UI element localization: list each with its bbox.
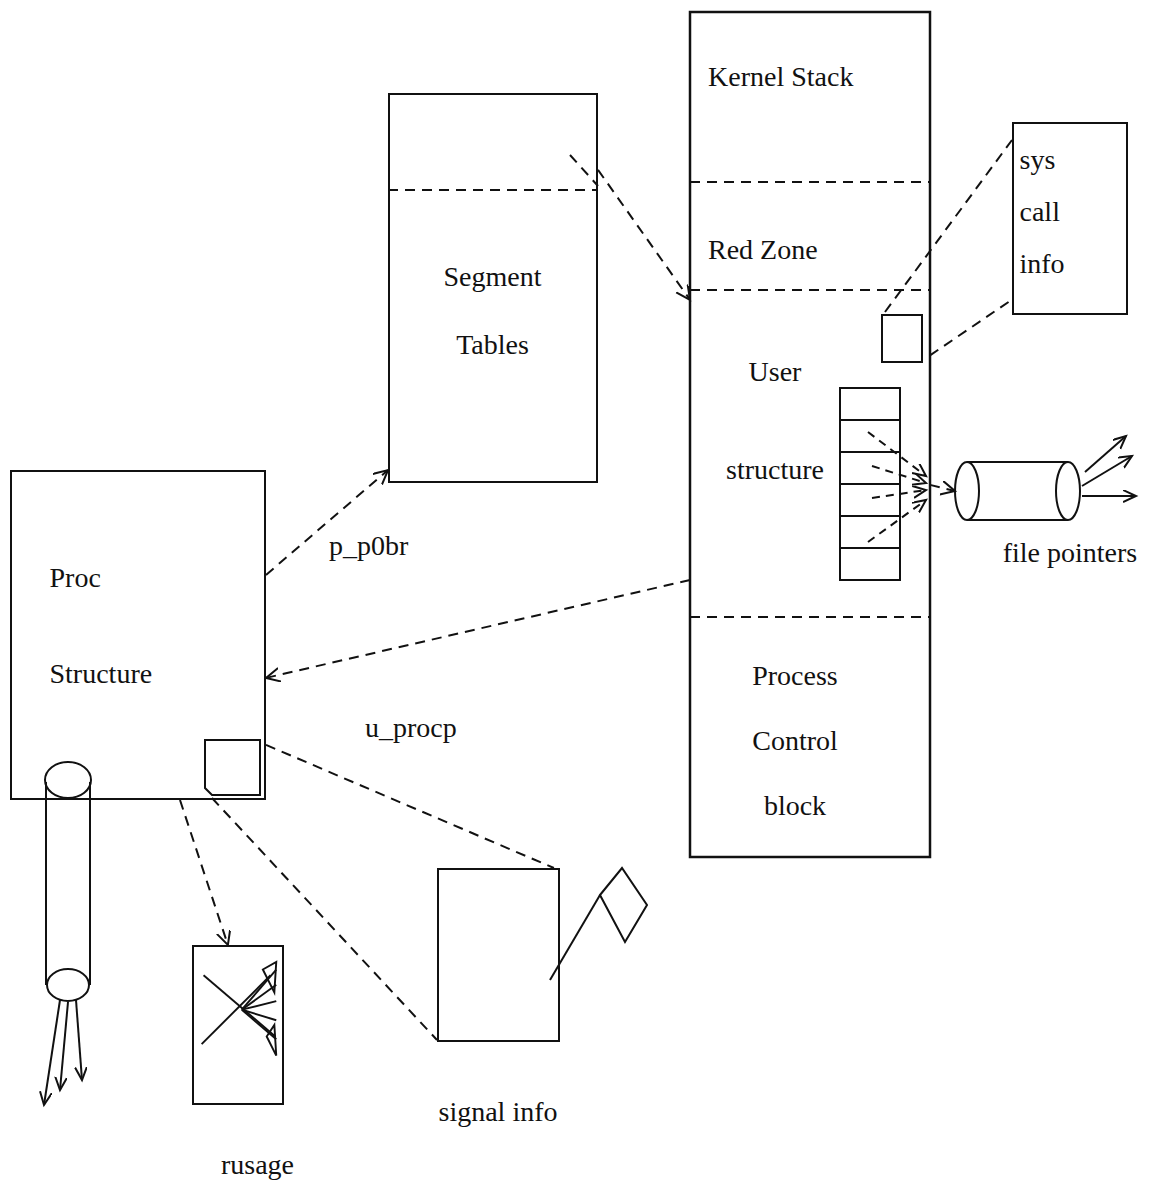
dashed-connector xyxy=(266,580,690,678)
outside-label: signal info xyxy=(397,1092,600,1132)
pcb-band: Process Control block xyxy=(690,617,930,857)
pointer-label: p_p0br xyxy=(326,530,411,562)
dashed-connector xyxy=(930,300,1012,356)
file-table xyxy=(840,388,900,580)
outside-label: file pointers xyxy=(985,533,1155,573)
box-label: Segment Tables xyxy=(428,243,558,379)
dashed-connector xyxy=(598,170,690,300)
u-area-outline xyxy=(690,12,930,857)
box-label: Process Control block xyxy=(730,643,860,838)
rusage-box: rusage xyxy=(192,945,284,1105)
proc-list-tube xyxy=(44,762,91,1105)
segment-box: Segment Tables xyxy=(388,93,598,483)
syscall-box: sys call info xyxy=(1012,122,1128,315)
signal-flag xyxy=(550,868,647,980)
proc-box: Proc Structure xyxy=(10,470,266,800)
dashed-connector xyxy=(266,745,554,868)
table-pointers xyxy=(868,432,926,542)
file-pointer-arrows xyxy=(1082,436,1136,496)
dashed-connector xyxy=(180,800,228,945)
signal-box: signal info xyxy=(437,868,560,1042)
box-label: Kernel Stack xyxy=(708,57,918,97)
signal-square xyxy=(205,740,260,795)
user-band: User structure xyxy=(690,290,930,617)
dashed-connector xyxy=(930,485,955,491)
box-label: Red Zone xyxy=(708,230,908,270)
box-label: Proc Structure xyxy=(50,530,210,722)
cylinder-shape xyxy=(955,460,1080,522)
pointer-label: u_procp xyxy=(362,712,460,744)
syscall-leader xyxy=(885,140,1012,312)
redzone-band: Red Zone xyxy=(690,182,930,290)
band-dividers xyxy=(388,155,930,617)
syscall-square xyxy=(882,315,922,362)
box-label: sys call info xyxy=(1020,134,1090,290)
stack-band: Kernel Stack xyxy=(690,12,930,182)
signal-leader xyxy=(212,798,437,1040)
box-label: User structure xyxy=(710,323,840,519)
file-cylinder: file pointers xyxy=(955,460,1080,522)
outside-label: rusage xyxy=(172,1145,344,1185)
rusage-picture xyxy=(194,947,282,1103)
